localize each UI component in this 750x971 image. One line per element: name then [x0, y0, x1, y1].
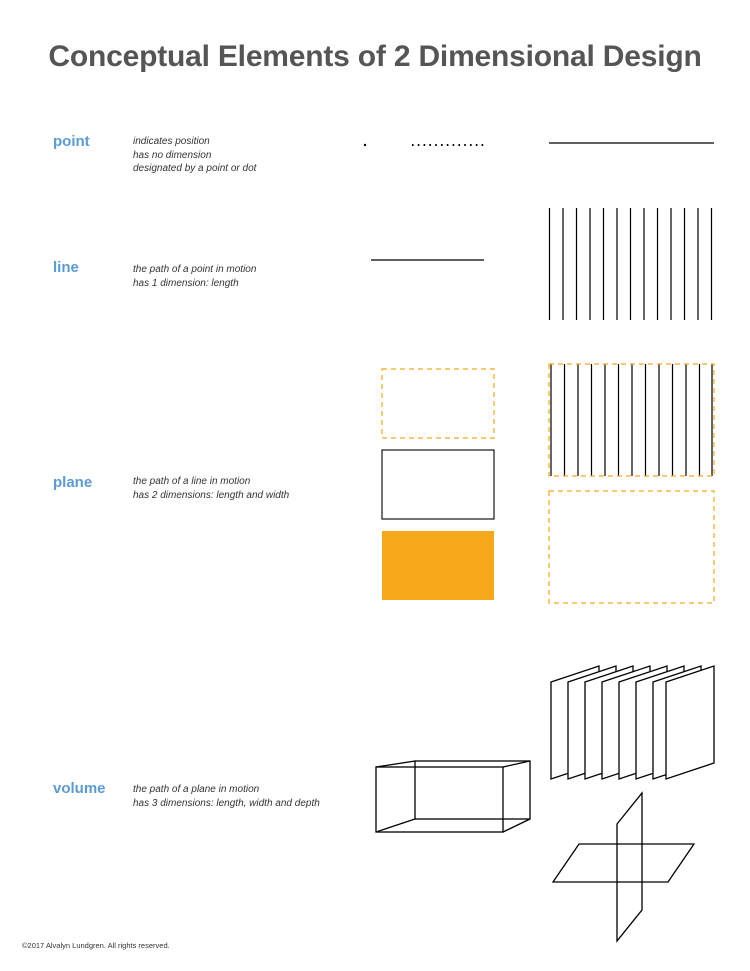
stacked-planes: [550, 665, 715, 780]
vertical-lines: [548, 208, 713, 320]
lines-in-plane: [550, 364, 713, 476]
desc-point-line-1: indicates position: [133, 136, 210, 147]
wireframe-cube: [375, 760, 531, 833]
desc-point: indicates position has no dimension desi…: [133, 135, 256, 176]
cube-front-face: [375, 766, 504, 833]
desc-plane-line-2: has 2 dimensions: length and width: [133, 489, 290, 501]
dashed-plane-outline: [381, 368, 495, 439]
term-point: point: [53, 133, 90, 150]
term-volume: volume: [53, 780, 106, 797]
desc-volume-line-1: the path of a plane in motion: [133, 784, 260, 795]
term-plane: plane: [53, 474, 93, 491]
desc-volume-line-2: has 3 dimensions: length, width and dept…: [133, 797, 320, 809]
horizontal-plane: [551, 843, 696, 883]
desc-point-line-3: designated by a point or dot: [133, 163, 257, 174]
cube-edge: [502, 760, 531, 768]
desc-line-line-2: has 1 dimension: length: [133, 277, 239, 289]
desc-plane: the path of a line in motion has 2 dimen…: [133, 475, 289, 502]
lines-plane-dashed-outline: [548, 363, 715, 477]
cube-edge: [502, 818, 531, 833]
cube-edge: [375, 818, 416, 833]
desc-line-line-1: the path of a point in motion: [133, 264, 257, 275]
desc-plane-line-1: the path of a line in motion: [133, 476, 251, 487]
vertical-plane: [616, 791, 643, 943]
page-title: Conceptual Elements of 2 Dimensional Des…: [48, 40, 702, 73]
solid-plane-outline: [381, 449, 495, 520]
copyright-notice: ©2017 Alvalyn Lundgren. All rights reser…: [22, 941, 170, 950]
point-illustrations: [363, 142, 714, 147]
desc-volume: the path of a plane in motion has 3 dime…: [133, 783, 320, 810]
term-line: line: [53, 259, 79, 276]
line-illustrations: [371, 208, 713, 320]
plane-illustrations: [381, 363, 715, 604]
desc-line: the path of a point in motion has 1 dime…: [133, 263, 256, 290]
large-dashed-plane: [548, 490, 715, 604]
desc-point-line-2: has no dimension: [133, 149, 212, 161]
cube-back-face: [414, 760, 531, 820]
cube-edge: [375, 760, 416, 768]
filled-plane: [382, 531, 494, 600]
single-dot: [363, 143, 367, 147]
stacked-plane: [665, 665, 715, 780]
intersecting-planes: [551, 791, 696, 943]
volume-illustrations: [375, 665, 715, 943]
